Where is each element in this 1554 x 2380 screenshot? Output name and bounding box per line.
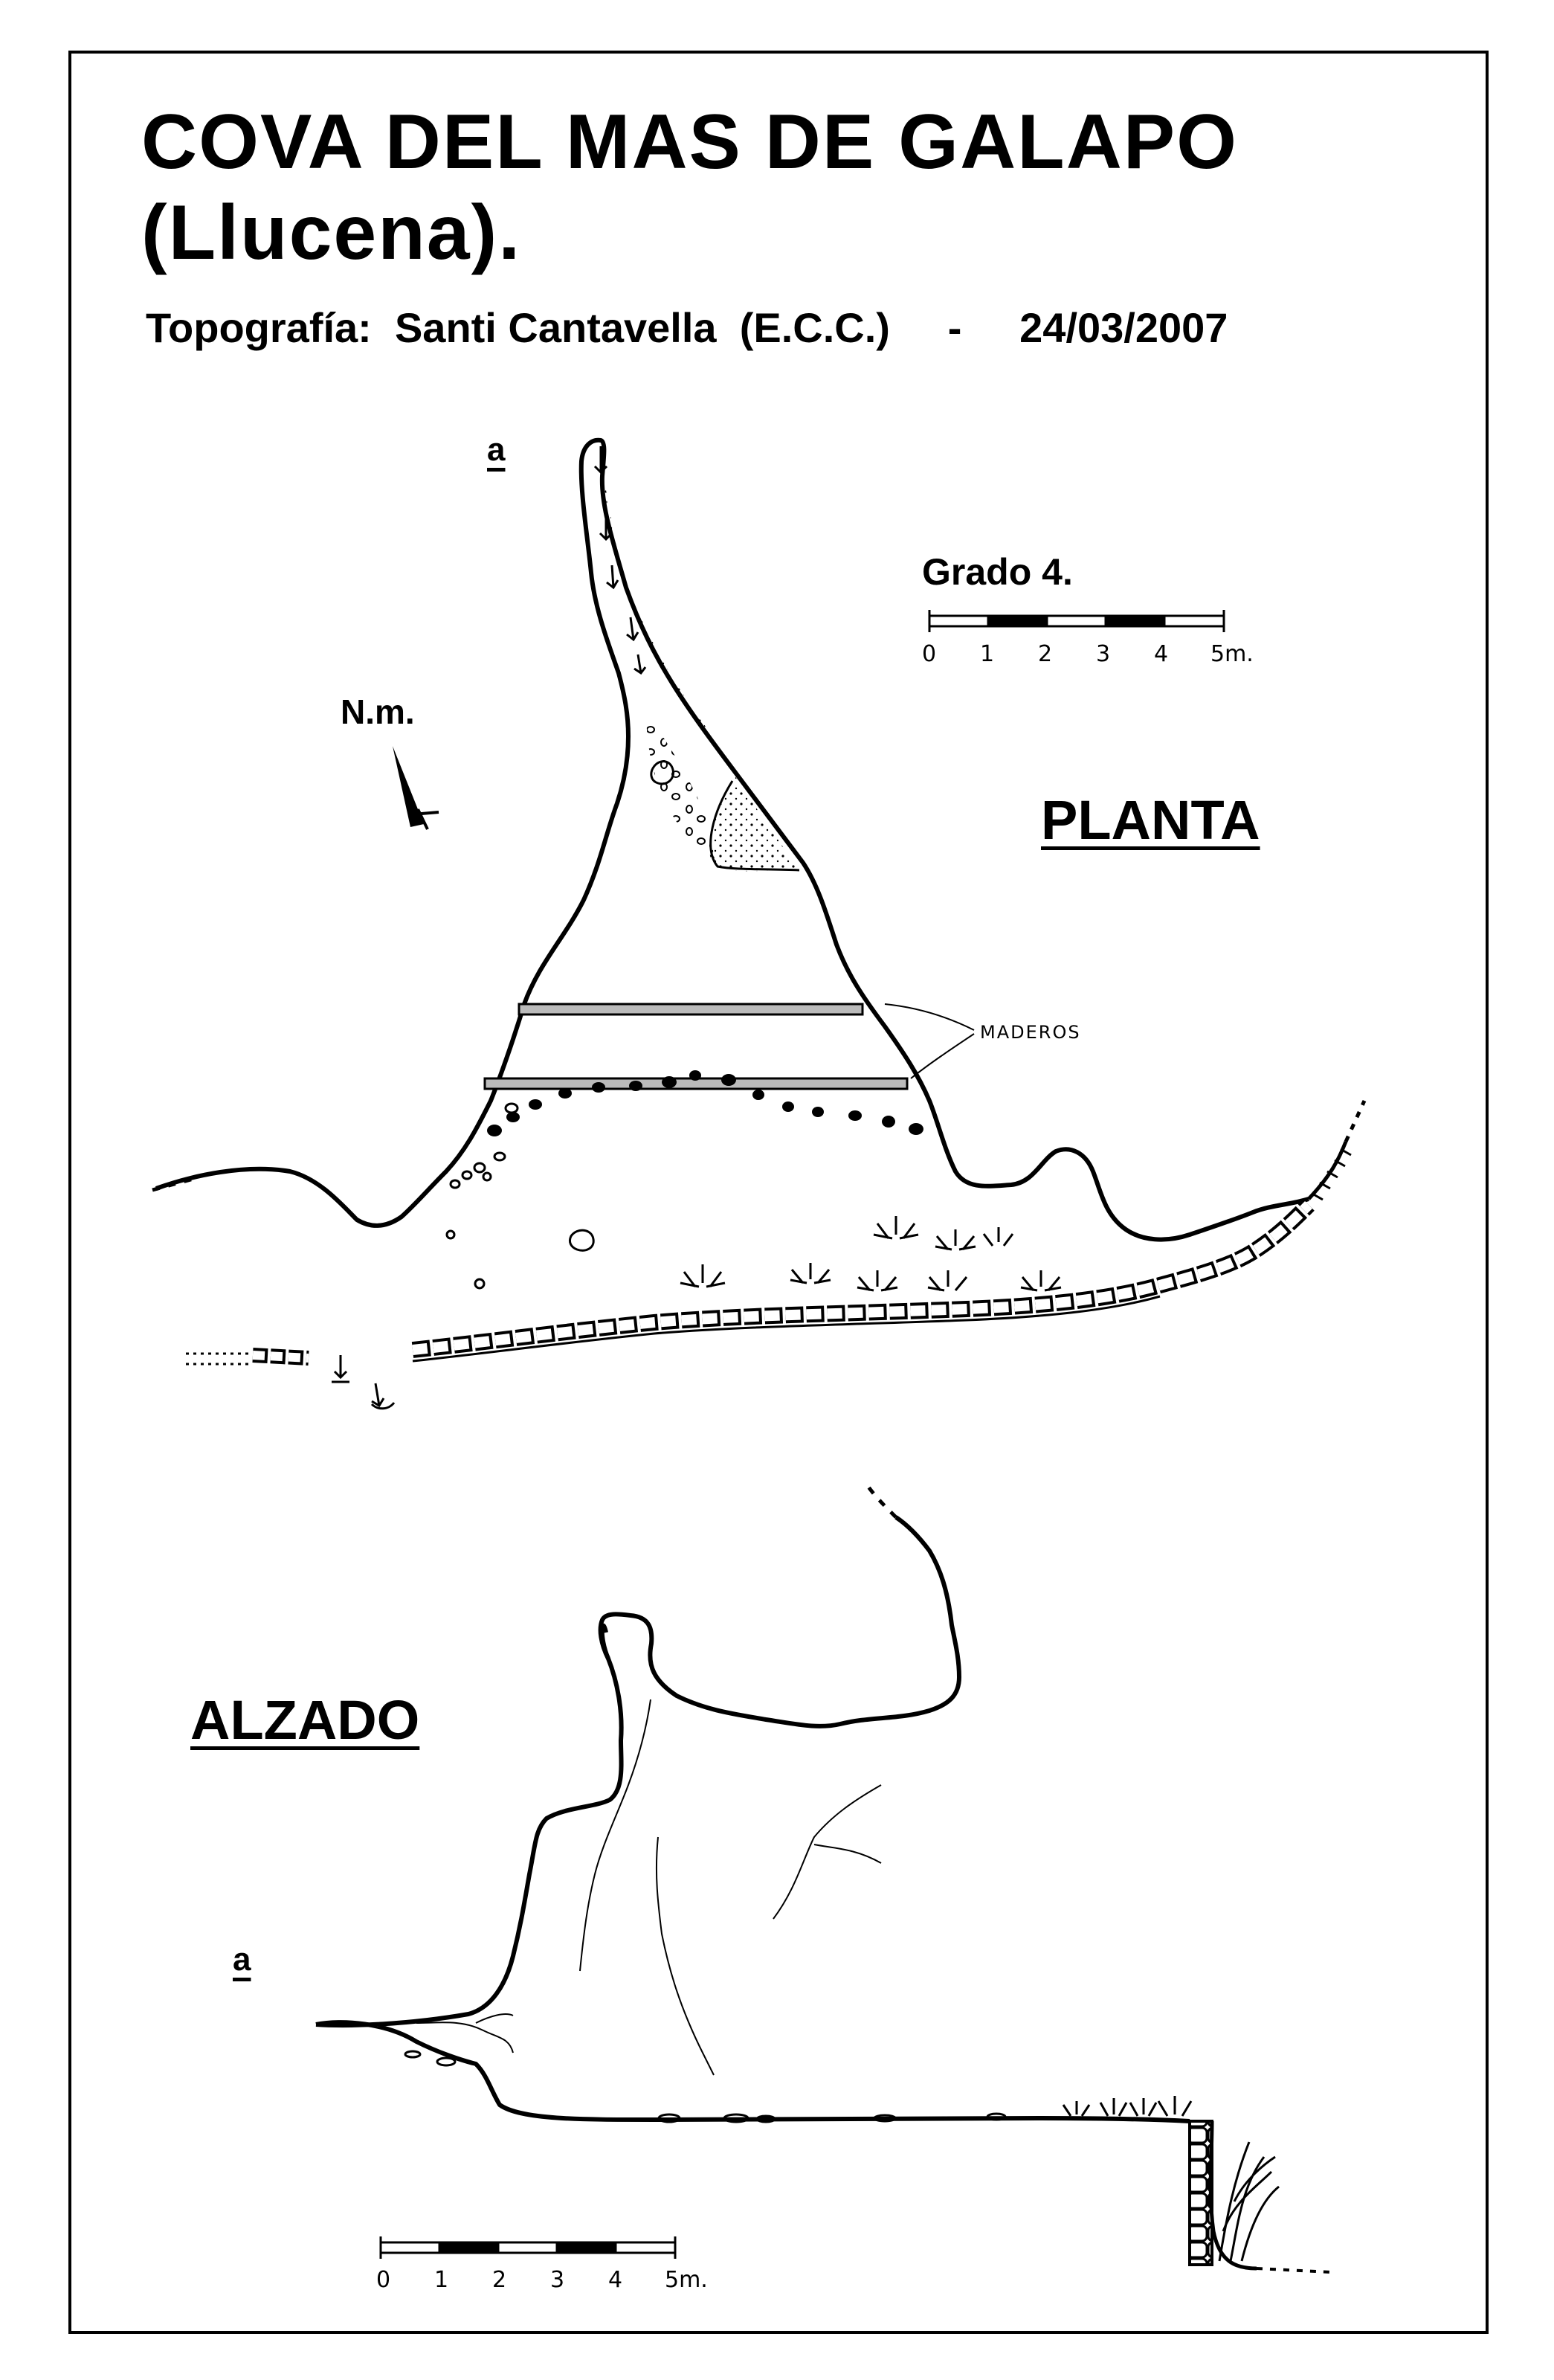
plan-scale-tick-2: 2 [1038,641,1053,667]
map-title: COVA DEL MAS DE GALAPO (Llucena). [141,97,1238,278]
elevation-grass [1062,2096,1280,2262]
title-line-1: COVA DEL MAS DE GALAPO [141,99,1239,185]
elev-scale-tick-0: 0 [376,2267,391,2293]
plan-stone-cluster [646,714,718,869]
plan-grade-label: Grado 4. [922,551,1073,593]
elev-scale-tick-1: 1 [434,2267,449,2293]
survey-date: 24/03/2007 [1019,304,1228,351]
beams-label: MADEROS [980,1022,1081,1043]
pebbles [445,1102,595,1290]
plan-cliff-right-dash [1344,1099,1367,1143]
elevation-scale-bar [379,2236,677,2259]
drip-arrow-icon [593,446,647,675]
plan-scale-tick-1: 1 [980,641,995,667]
plan-wall-dotted [186,1352,253,1366]
plan-wall-base [412,1295,1161,1363]
plan-cliff-right [1307,1141,1348,1200]
title-line-2: (Llucena). [141,190,522,276]
plan-boulder [650,760,674,785]
plan-view [152,437,1367,1410]
plan-scale-tick-5: 5m. [1210,641,1254,667]
plan-inner-rim [709,780,800,872]
plan-stone-wall [411,1199,1315,1358]
plan-scale-tick-3: 3 [1096,641,1111,667]
elevation-floor-stones [404,2050,1007,2123]
elevation-cave-outline [315,1623,1190,2123]
north-label: N.m. [341,692,415,731]
plan-section-title: PLANTA [1041,789,1260,851]
elev-scale-tick-3: 3 [550,2267,565,2293]
plan-scale-bar [928,610,1225,632]
elevation-view [315,1482,1332,2274]
elevation-drop-line [1208,2120,1257,2271]
grass-tuft-icon [680,1216,1062,1292]
beams-label-leader [884,1003,975,1079]
plan-extension-left [152,1177,194,1192]
elevation-wall [1188,2120,1213,2266]
map-frame [68,51,1489,2334]
black-boulders [487,1070,923,1136]
elevation-cracks [416,1699,882,2076]
plan-stone-wall-inner [412,1201,1312,1355]
elevation-ground-dash [1256,2267,1332,2274]
plan-cave-outline [155,437,1309,1242]
elev-scale-tick-2: 2 [492,2267,507,2293]
plan-section-mark: a [487,431,506,468]
elevation-chimney [598,1515,961,1728]
survey-credits: Topografía: Santi Cantavella (E.C.C.) - … [146,303,1228,352]
elevation-chimney-dash [864,1482,897,1519]
author-name: Santi Cantavella [394,304,717,351]
elevation-section-mark: a [233,1941,251,1978]
plan-wall-stub-left-inner [252,1351,309,1363]
entrance-drip-icon [332,1355,396,1410]
plan-scale-tick-4: 4 [1154,641,1169,667]
group-name: (E.C.C.) [739,304,890,351]
topo-label: Topografía: [146,304,372,351]
separator: - [947,304,962,351]
plan-scale-tick-0: 0 [922,641,937,667]
beam-upper [518,1003,864,1016]
plan-cliff-hatch [1312,1148,1352,1201]
north-arrow-icon [393,746,439,830]
elevation-section-title: ALZADO [190,1689,420,1751]
elev-scale-tick-5: 5m. [665,2267,708,2293]
elev-scale-tick-4: 4 [608,2267,623,2293]
